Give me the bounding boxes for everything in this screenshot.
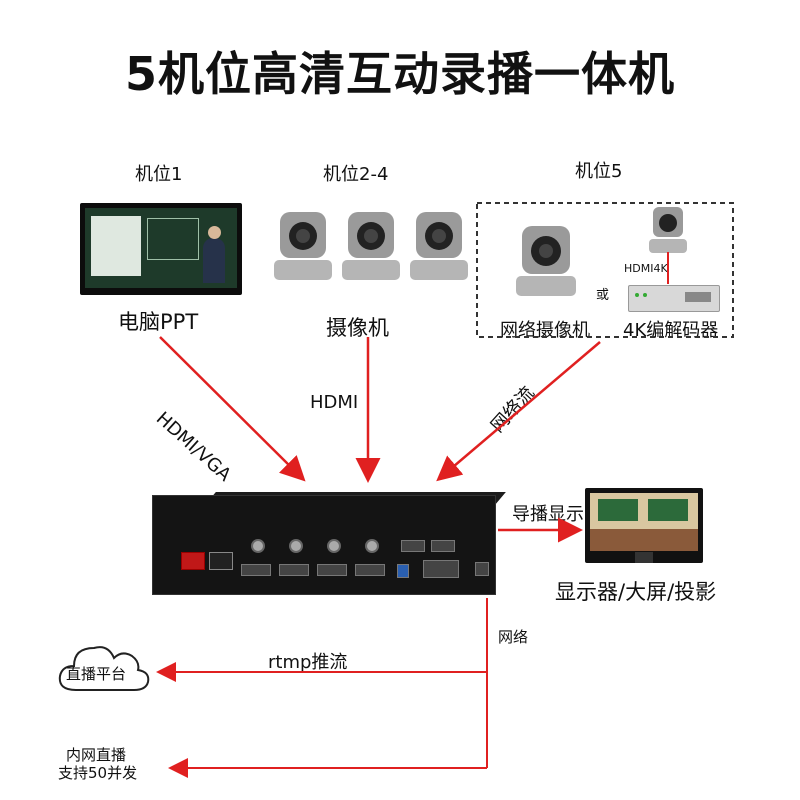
ptz-camera-3-icon [340, 210, 402, 286]
rtmp-push-label: rtmp推流 [268, 652, 348, 673]
or-label: 或 [596, 288, 610, 303]
ptz-camera-2-icon [272, 210, 334, 286]
network-camera-icon [514, 224, 578, 303]
classroom-display-image [585, 488, 703, 563]
4k-camera-icon [648, 206, 688, 260]
position-1-heading: 机位1 [135, 164, 183, 185]
position-5-dashed-box [476, 202, 734, 338]
concurrency-label: 支持50并发 [58, 764, 138, 782]
pc-monitor-image [80, 203, 242, 295]
network-camera-label: 网络摄像机 [500, 320, 590, 341]
pc-ppt-label: 电脑PPT [118, 310, 199, 334]
cloud-icon [56, 638, 152, 698]
hdmi-link-label: HDMI [310, 392, 359, 413]
camera-label: 摄像机 [326, 316, 389, 340]
hdmi4k-label: HDMI4K [624, 262, 668, 275]
page-title: 5机位高清互动录播一体机 [124, 47, 675, 101]
live-platform-label: 直播平台 [66, 665, 127, 683]
display-output-label: 显示器/大屏/投影 [555, 580, 717, 604]
network-to-recorder-arrow [436, 341, 601, 482]
4k-codec-device-icon [628, 285, 720, 312]
position-5-heading: 机位5 [575, 161, 623, 182]
intranet-live-label: 内网直播 [66, 746, 127, 764]
pc-to-recorder-arrow [159, 336, 306, 482]
network-label: 网络 [498, 628, 529, 646]
4k-codec-label: 4K编解码器 [623, 320, 719, 341]
position-2-4-heading: 机位2-4 [323, 164, 389, 185]
ptz-camera-4-icon [408, 210, 470, 286]
slide-screen [85, 208, 237, 288]
recording-broadcast-unit [152, 495, 496, 595]
